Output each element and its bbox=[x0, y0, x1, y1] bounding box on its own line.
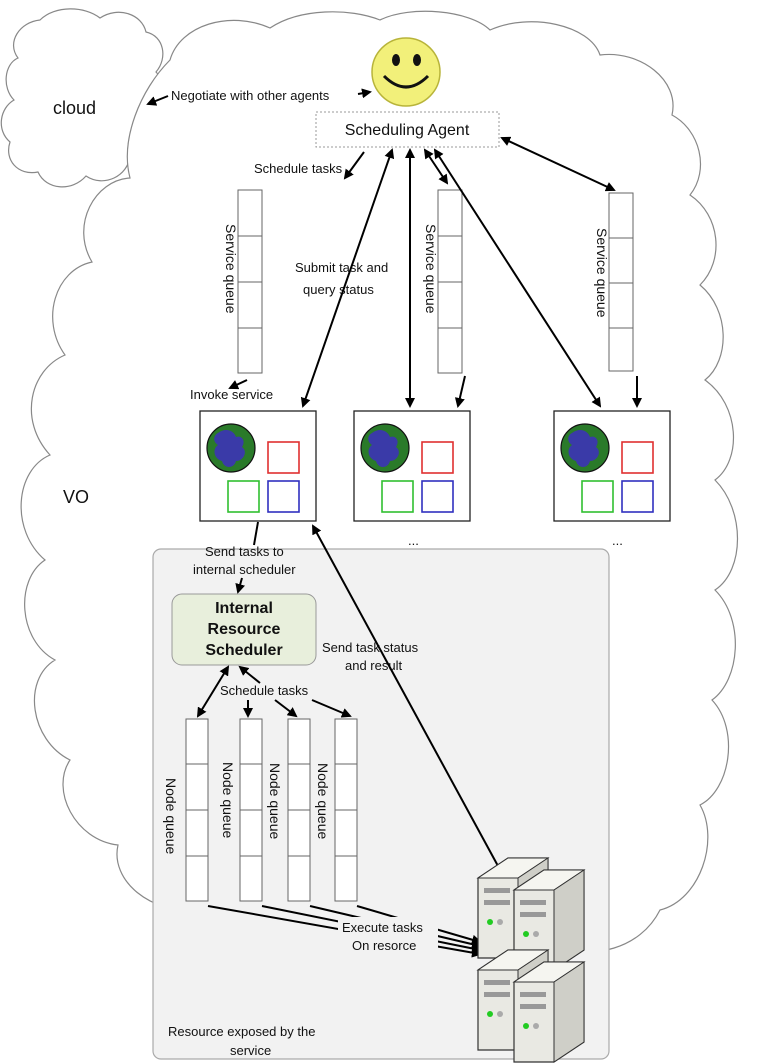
node-queue-1: Node queue bbox=[163, 718, 209, 902]
invoke-service-label: Invoke service bbox=[190, 387, 273, 402]
server-cluster-icon bbox=[477, 857, 585, 1063]
external-cloud-shape bbox=[0, 8, 166, 188]
submit-task-label-line2: query status bbox=[303, 282, 374, 297]
scheduling-agent-label: Scheduling Agent bbox=[345, 122, 470, 139]
execute-label-line1: Execute tasks bbox=[342, 920, 423, 935]
irs-label-line1: Internal bbox=[215, 600, 273, 617]
node-queue-4: Node queue bbox=[315, 718, 358, 902]
send-tasks-label-line2: internal scheduler bbox=[193, 562, 296, 577]
service-queue-label: Service queue bbox=[594, 228, 610, 318]
internal-resource-scheduler-box bbox=[171, 593, 317, 666]
ellipsis-label: ... bbox=[612, 533, 623, 548]
node-queue-2: Node queue bbox=[220, 718, 263, 902]
service-node-2 bbox=[353, 410, 471, 522]
node-queue-label: Node queue bbox=[267, 763, 283, 840]
node-queue-label: Node queue bbox=[315, 763, 331, 840]
service-queue-label: Service queue bbox=[423, 224, 439, 314]
submit-task-label-line1: Submit task and bbox=[295, 260, 388, 275]
cloud-label: cloud bbox=[53, 98, 96, 118]
resource-caption-line1: Resource exposed by the bbox=[168, 1024, 315, 1039]
node-queue-label: Node queue bbox=[220, 762, 236, 839]
service-node-1 bbox=[199, 410, 317, 522]
service-node-3 bbox=[553, 410, 671, 522]
vo-label: VO bbox=[63, 487, 89, 507]
agent-smiley-icon bbox=[371, 37, 441, 107]
scheduling-agent-box bbox=[315, 111, 500, 148]
service-queue-label: Service queue bbox=[223, 224, 239, 314]
irs-label-line3: Scheduler bbox=[205, 642, 282, 659]
send-tasks-label-line1: Send tasks to bbox=[205, 544, 284, 559]
send-status-label-line1: Send task status bbox=[322, 640, 419, 655]
resource-caption-line2: service bbox=[230, 1043, 271, 1058]
schedule-tasks-bottom-label: Schedule tasks bbox=[220, 683, 309, 698]
schedule-tasks-top-label: Schedule tasks bbox=[254, 161, 343, 176]
execute-label-line2: On resorce bbox=[352, 938, 416, 953]
service-queue-1: Service queue bbox=[223, 189, 263, 374]
irs-label-line2: Resource bbox=[208, 621, 281, 638]
node-queue-3: Node queue bbox=[267, 718, 311, 902]
negotiate-label: Negotiate with other agents bbox=[171, 88, 330, 103]
ellipsis-label: ... bbox=[408, 533, 419, 548]
send-status-label-line2: and result bbox=[345, 658, 402, 673]
node-queue-label: Node queue bbox=[163, 778, 179, 855]
